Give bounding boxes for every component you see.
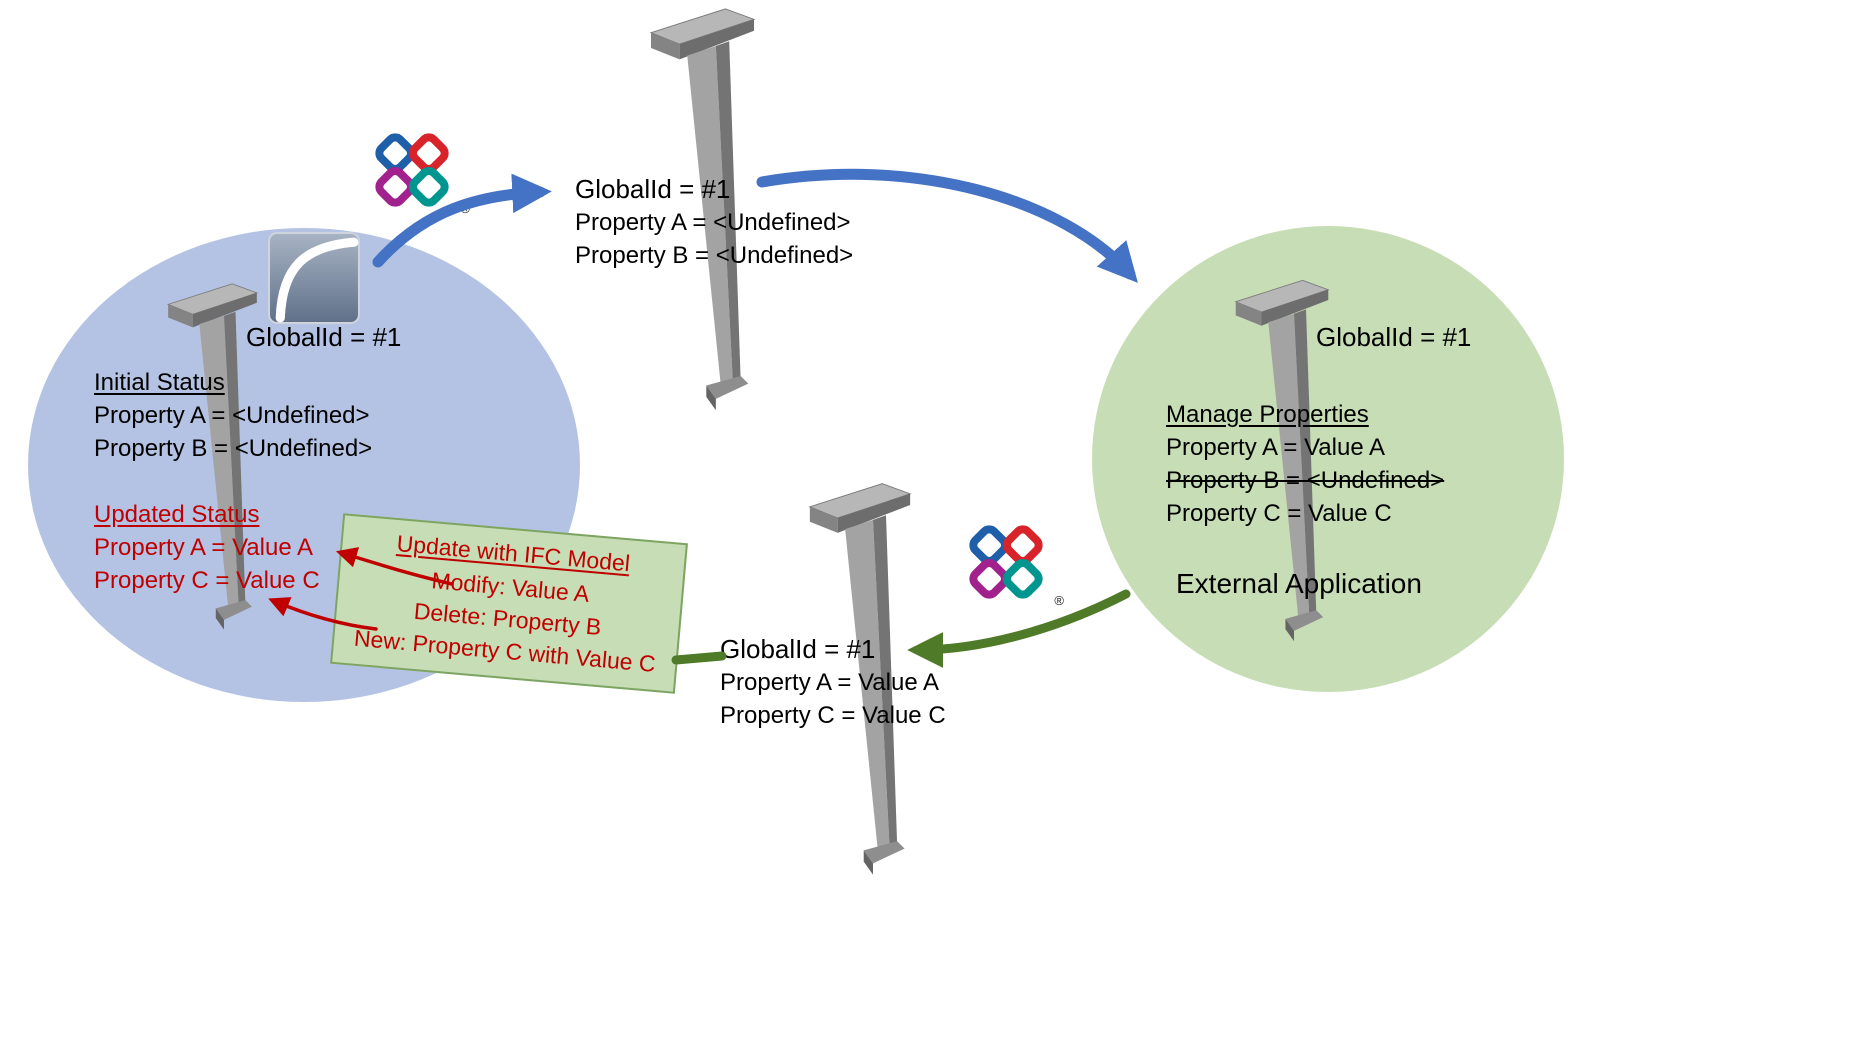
property-line-deleted: Property B = <Undefined> [1166,467,1445,494]
property-line: Property A = Value A [1166,434,1386,461]
import-text-block: GlobalId = #1 Property A = Value A Prope… [720,632,946,732]
property-line: Property C = Value C [94,567,320,594]
archicad-app-icon [268,232,360,324]
property-line: Property C = Value C [1166,500,1392,527]
global-id-label: GlobalId = #1 [720,634,876,664]
manage-properties-heading: Manage Properties [1166,401,1369,428]
property-line: Property C = Value C [720,702,946,729]
property-line: Property A = <Undefined> [94,402,370,429]
registered-mark: ® [460,201,470,216]
ifc-logo-icon [960,516,1052,608]
property-line: Property B = <Undefined> [575,242,854,269]
global-id-label: GlobalId = #1 [246,322,402,352]
property-line: Property B = <Undefined> [94,435,373,462]
import-note-connector-line [671,651,727,665]
updated-status-heading: Updated Status [94,501,260,528]
registered-mark: ® [1054,593,1064,608]
property-line: Property A = <Undefined> [575,209,851,236]
global-id-label: GlobalId = #1 [1316,322,1472,352]
property-line: Property A = Value A [94,534,314,561]
initial-status-heading: Initial Status [94,369,225,396]
global-id-label: GlobalId = #1 [575,174,731,204]
source-status-block: Initial Status Property A = <Undefined> … [94,366,372,597]
ifc-logo-import: ® [960,516,1064,612]
external-application-circle [1092,226,1564,692]
ifc-logo-export: ® [366,124,470,220]
external-properties-block: Manage Properties Property A = Value A P… [1166,398,1444,530]
property-line: Property A = Value A [720,669,940,696]
external-application-label: External Application [1176,568,1422,599]
export-text-block: GlobalId = #1 Property A = <Undefined> P… [575,172,853,272]
update-note: Update with IFC Model Modify: Value A De… [330,513,688,694]
ifc-logo-icon [366,124,458,216]
